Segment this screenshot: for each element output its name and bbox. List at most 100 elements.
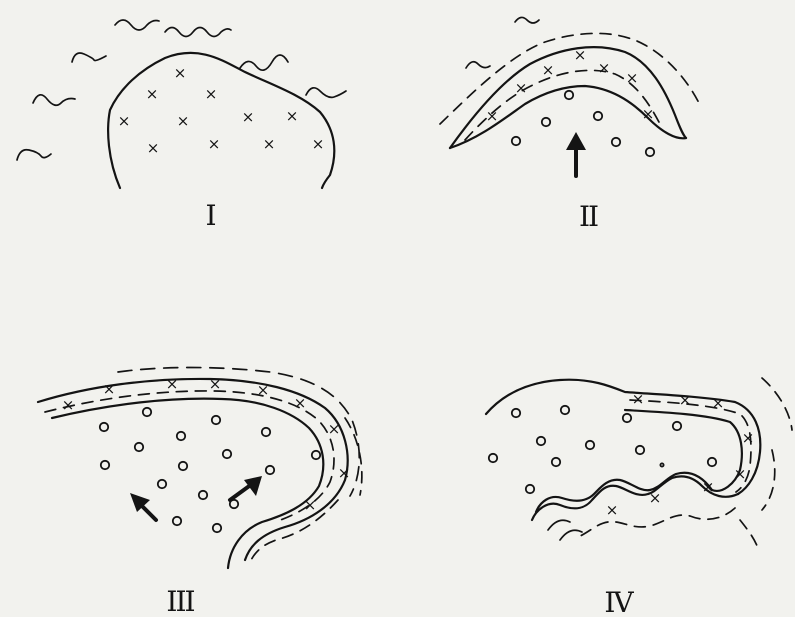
circle-marker [143, 408, 151, 416]
circle-marker [552, 458, 560, 466]
cross-marker: × [242, 108, 255, 126]
outer-dashed-layer [118, 368, 359, 497]
circle-marker [636, 446, 644, 454]
fold-upper-boundary [450, 47, 686, 148]
circle-marker [542, 118, 550, 126]
panel-4: × × × × × × × × IV [486, 378, 792, 617]
circle-marker [212, 416, 220, 424]
circle-marker [660, 463, 663, 466]
circle-marker [526, 485, 534, 493]
cross-marker: × [632, 390, 645, 408]
circle-marker [594, 112, 602, 120]
panel-2: × × × × × × × II [440, 17, 700, 233]
cross-marker: × [574, 46, 587, 64]
circle-marker [158, 480, 166, 488]
wave-line [240, 55, 288, 70]
cross-marker: × [515, 79, 528, 97]
circle-marker [199, 491, 207, 499]
layer-inner-boundary [625, 410, 742, 491]
wave-line [515, 17, 539, 23]
circle-marker [179, 462, 187, 470]
circle-marker [223, 450, 231, 458]
panel-label: II [579, 200, 598, 233]
landmass-outline [108, 53, 334, 188]
circle-marker [213, 524, 221, 532]
wave-line [72, 53, 106, 62]
fold-ripple [560, 530, 582, 540]
cross-marker: × [209, 375, 222, 393]
wave-line [306, 88, 346, 98]
circle-marker [262, 428, 270, 436]
circle-marker [623, 414, 631, 422]
arrow-up-left-icon [130, 493, 156, 520]
cross-markers: × × × × × × × × × × × [118, 64, 325, 157]
cross-marker: × [606, 501, 619, 519]
outer-dashed-layer [762, 378, 792, 430]
circle-marker [312, 451, 320, 459]
circle-marker [673, 422, 681, 430]
cross-marker: × [742, 429, 755, 447]
cross-marker: × [338, 464, 351, 482]
cross-marker: × [702, 478, 715, 496]
cross-marker: × [62, 396, 75, 414]
outer-dashed-layer [575, 508, 735, 538]
circle-marker [266, 466, 274, 474]
cross-marker: × [294, 394, 307, 412]
outer-dashed-layer [762, 450, 775, 510]
cross-marker: × [263, 135, 276, 153]
panel-1: × × × × × × × × × × × I [17, 20, 346, 232]
cross-marker: × [542, 61, 555, 79]
circle-marker [100, 423, 108, 431]
circle-marker [612, 138, 620, 146]
cross-marker: × [208, 135, 221, 153]
cross-marker: × [486, 107, 499, 125]
arrow-up-right-icon [230, 476, 262, 500]
cross-marker: × [328, 420, 341, 438]
cross-marker: × [304, 496, 317, 514]
circle-marker [101, 461, 109, 469]
circle-marker [537, 437, 545, 445]
outer-dashed-layer [740, 520, 758, 548]
panel-label: III [166, 585, 194, 617]
circle-marker [512, 137, 520, 145]
cross-marker: × [649, 489, 662, 507]
panel-3: × × × × × × × × × [38, 368, 362, 617]
cross-marker: × [679, 391, 692, 409]
cross-marker: × [598, 59, 611, 77]
cross-marker: × [734, 465, 747, 483]
cross-marker: × [712, 394, 725, 412]
layer-lower-boundary [52, 399, 323, 568]
cross-marker: × [257, 381, 270, 399]
cross-marker: × [118, 112, 131, 130]
cross-marker: × [626, 69, 639, 87]
cross-marker: × [147, 139, 160, 157]
wave-line [165, 28, 231, 37]
wave-line [466, 62, 490, 68]
circle-marker [489, 454, 497, 462]
circle-marker [646, 148, 654, 156]
circle-markers [489, 406, 716, 493]
cross-marker: × [642, 105, 655, 123]
circle-marker [135, 443, 143, 451]
wave-line [33, 95, 75, 105]
cross-marker: × [146, 85, 159, 103]
circle-marker [586, 441, 594, 449]
cross-marker: × [166, 375, 179, 393]
circle-marker [512, 409, 520, 417]
circle-marker [708, 458, 716, 466]
panel-label: I [205, 199, 215, 232]
circle-marker [565, 91, 573, 99]
circle-marker [177, 432, 185, 440]
wave-line [17, 150, 51, 160]
panel-label: IV [604, 586, 634, 617]
cross-marker: × [205, 85, 218, 103]
cross-marker: × [103, 380, 116, 398]
circle-marker [173, 517, 181, 525]
cross-marker: × [312, 135, 325, 153]
cross-marker: × [174, 64, 187, 82]
fold-ripple [548, 520, 570, 530]
circle-marker [561, 406, 569, 414]
cross-marker: × [177, 112, 190, 130]
